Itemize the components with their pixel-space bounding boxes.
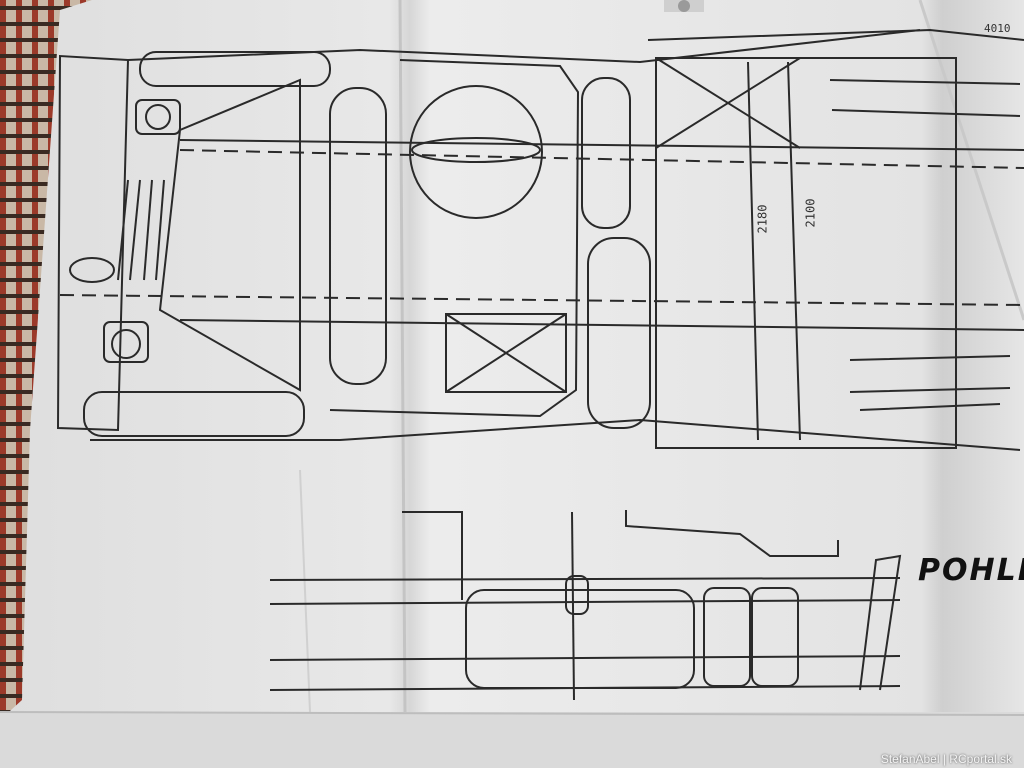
photo-watermark: StefanAbel | RCportal.sk <box>880 752 1012 766</box>
fold-crease <box>398 0 407 713</box>
fold-crease <box>918 0 1024 321</box>
dimension-label-2100: 2100 <box>803 198 818 228</box>
corner-number-label: 4010 <box>984 22 1011 35</box>
paper-lower-strip <box>0 712 1024 768</box>
drawing-heading: POHLE <box>918 553 1024 588</box>
corner-artifact <box>664 0 704 12</box>
side-view-drawing <box>269 510 902 701</box>
dimension-label-2180: 2180 <box>755 204 770 234</box>
chassis-drawing <box>56 28 1024 451</box>
